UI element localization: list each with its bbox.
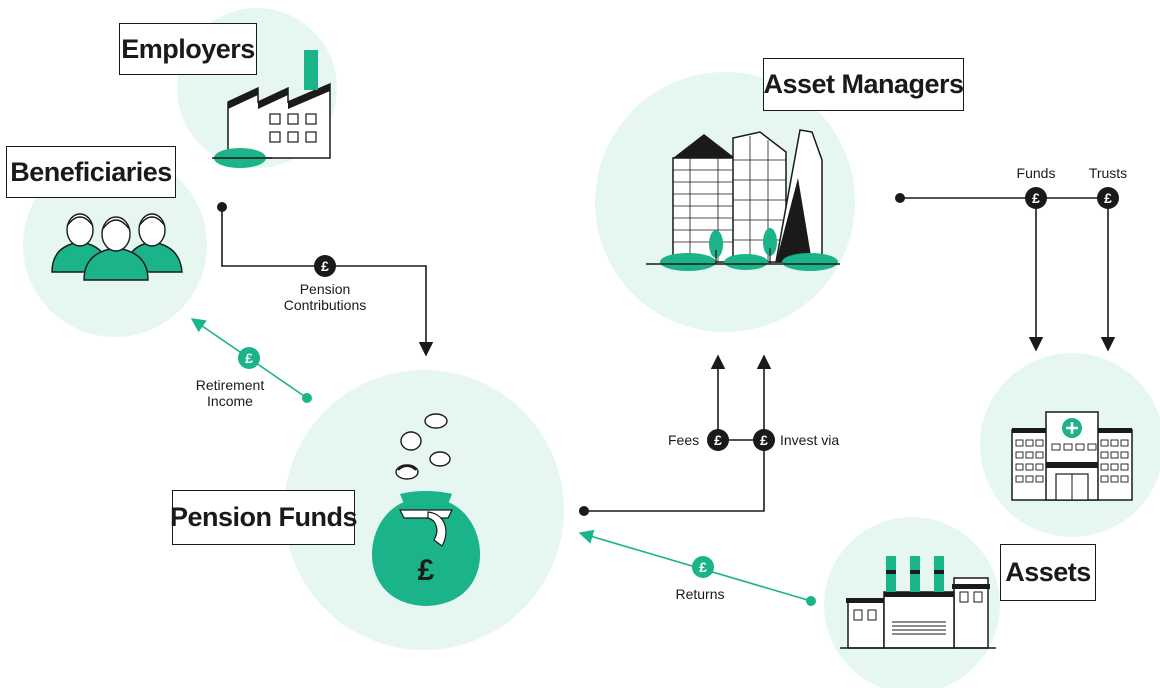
pension-funds-label: Pension Funds	[170, 490, 358, 545]
asset-managers-label: Asset Managers	[763, 58, 964, 111]
pound-badge-contributions: £	[314, 255, 336, 277]
svg-text:£: £	[714, 432, 722, 448]
svg-text:£: £	[321, 258, 329, 274]
pound-badge-returns: £	[692, 556, 714, 578]
svg-text:£: £	[1032, 190, 1040, 206]
returns-label: Returns	[675, 586, 725, 602]
retirement-income-label: Retirement Income	[195, 377, 265, 409]
money-bag-icon: £	[371, 413, 481, 606]
pound-badge-retirement: £	[238, 347, 260, 369]
beneficiaries-label: Beneficiaries	[6, 146, 176, 198]
trusts-label: Trusts	[1088, 165, 1128, 181]
fees-label: Fees	[668, 432, 700, 448]
pound-badge-trusts: £	[1097, 187, 1119, 209]
skyline-icon	[646, 129, 840, 271]
assets-label: Assets	[1000, 544, 1096, 601]
pension-contributions-label: Pension Contributions	[283, 281, 367, 313]
invest-via-label: Invest via	[780, 432, 840, 448]
money-bag-symbol: £	[418, 554, 435, 587]
hospital-icon	[1011, 411, 1133, 501]
pound-badge-invest: £	[753, 429, 775, 451]
svg-text:£: £	[699, 559, 707, 575]
factory-icon	[212, 50, 331, 168]
svg-text:£: £	[760, 432, 768, 448]
pound-badge-fees: £	[707, 429, 729, 451]
svg-text:£: £	[1104, 190, 1112, 206]
people-icon	[51, 213, 183, 281]
employers-label: Employers	[119, 23, 257, 75]
power-plant-icon	[840, 556, 996, 649]
pension-contributions-connector	[217, 202, 434, 357]
pound-badge-funds: £	[1025, 187, 1047, 209]
fees-invest-connector	[579, 354, 772, 516]
svg-text:£: £	[245, 350, 253, 366]
funds-trusts-connector	[895, 193, 1116, 352]
funds-label: Funds	[1016, 165, 1056, 181]
